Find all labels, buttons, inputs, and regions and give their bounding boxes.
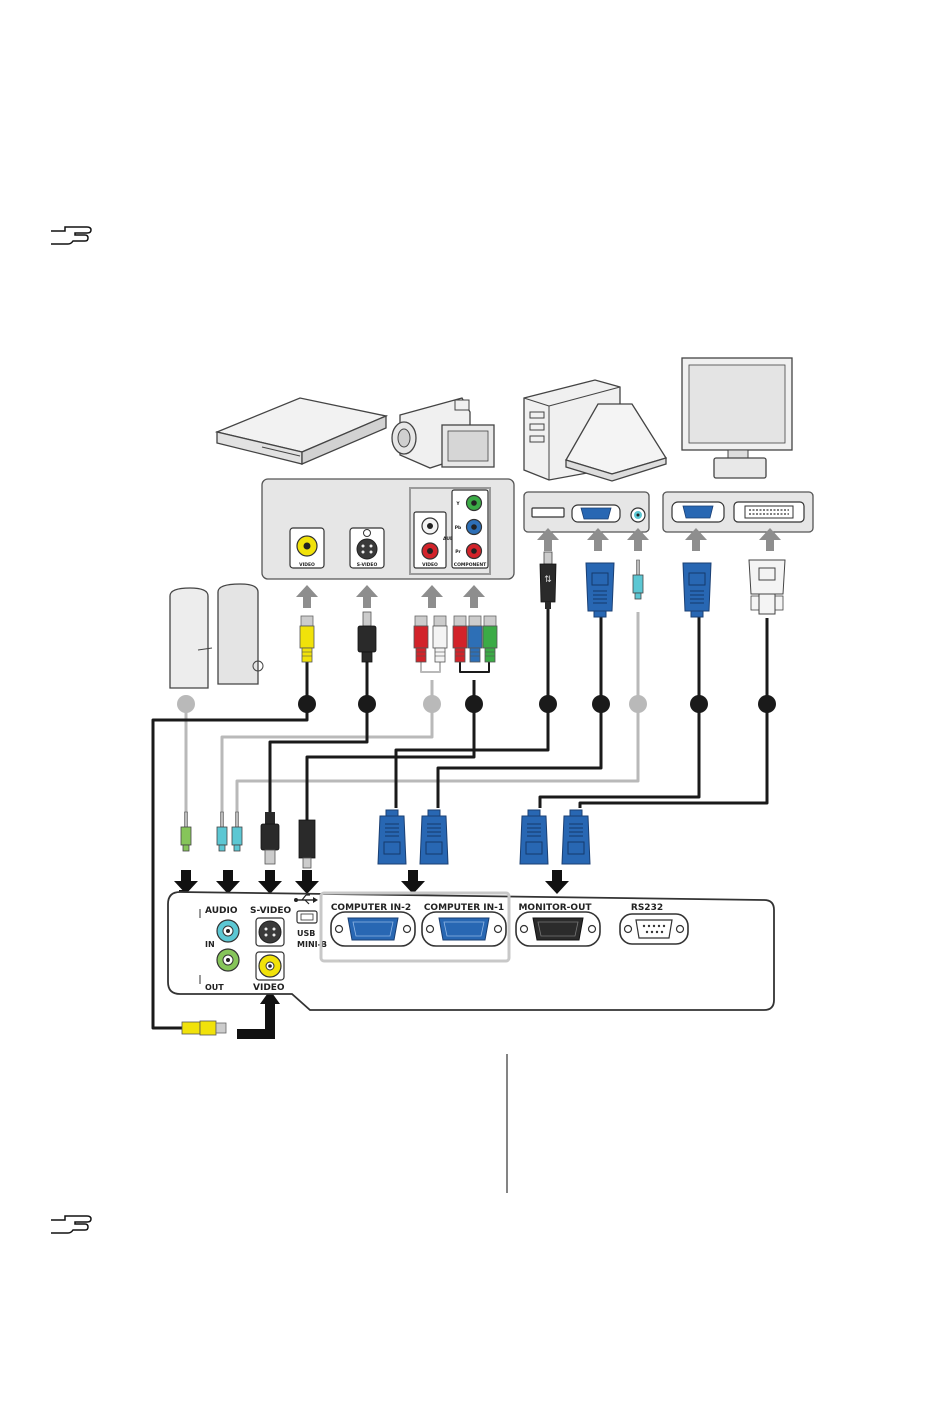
comp-y-label: Y bbox=[455, 501, 460, 507]
proj-svideo-label: S-VIDEO bbox=[250, 906, 291, 916]
video-source-panel: VIDEO S-VIDEO VIDEO AUDIO Y Pb Pr COMPON… bbox=[262, 479, 514, 579]
dvd-player-icon bbox=[217, 398, 386, 464]
camcorder-icon bbox=[392, 398, 494, 468]
comp-pb-label: Pb bbox=[455, 525, 462, 531]
svg-text:⇅: ⇅ bbox=[544, 575, 552, 585]
proj-audio-in-label: IN bbox=[205, 940, 215, 949]
proj-usb-label-1: USB bbox=[297, 929, 315, 938]
computer-in-2-port bbox=[331, 912, 415, 946]
monitor-panel bbox=[663, 492, 813, 532]
comp-pr-label: Pr bbox=[455, 549, 461, 555]
note-hand-icon bbox=[51, 1216, 91, 1233]
panel-svideo-label: S-VIDEO bbox=[357, 562, 378, 568]
projector-panel: AUDIO IN OUT S-VIDEO VIDEO USB bbox=[168, 892, 774, 1010]
proj-audio-out-label: OUT bbox=[205, 983, 224, 992]
proj-audio-label: AUDIO bbox=[205, 906, 238, 916]
note-hand-icon bbox=[51, 227, 91, 244]
proj-usb-label-2: MINI-B bbox=[297, 940, 327, 949]
monitor-icon bbox=[682, 358, 792, 478]
cable-markers bbox=[177, 695, 776, 713]
monitor-out-port bbox=[516, 912, 600, 946]
panel-av-video-label: VIDEO bbox=[422, 562, 438, 568]
computer-in-1-port bbox=[422, 912, 506, 946]
speakers-icon bbox=[170, 584, 263, 688]
rs232-port bbox=[620, 914, 688, 944]
pc-panel bbox=[524, 492, 649, 532]
panel-video-label: VIDEO bbox=[299, 562, 315, 568]
proj-rs232-label: RS232 bbox=[631, 903, 663, 913]
proj-video-label: VIDEO bbox=[253, 983, 285, 993]
panel-component-label: COMPONENT bbox=[454, 562, 487, 568]
svideo-port bbox=[259, 921, 281, 943]
